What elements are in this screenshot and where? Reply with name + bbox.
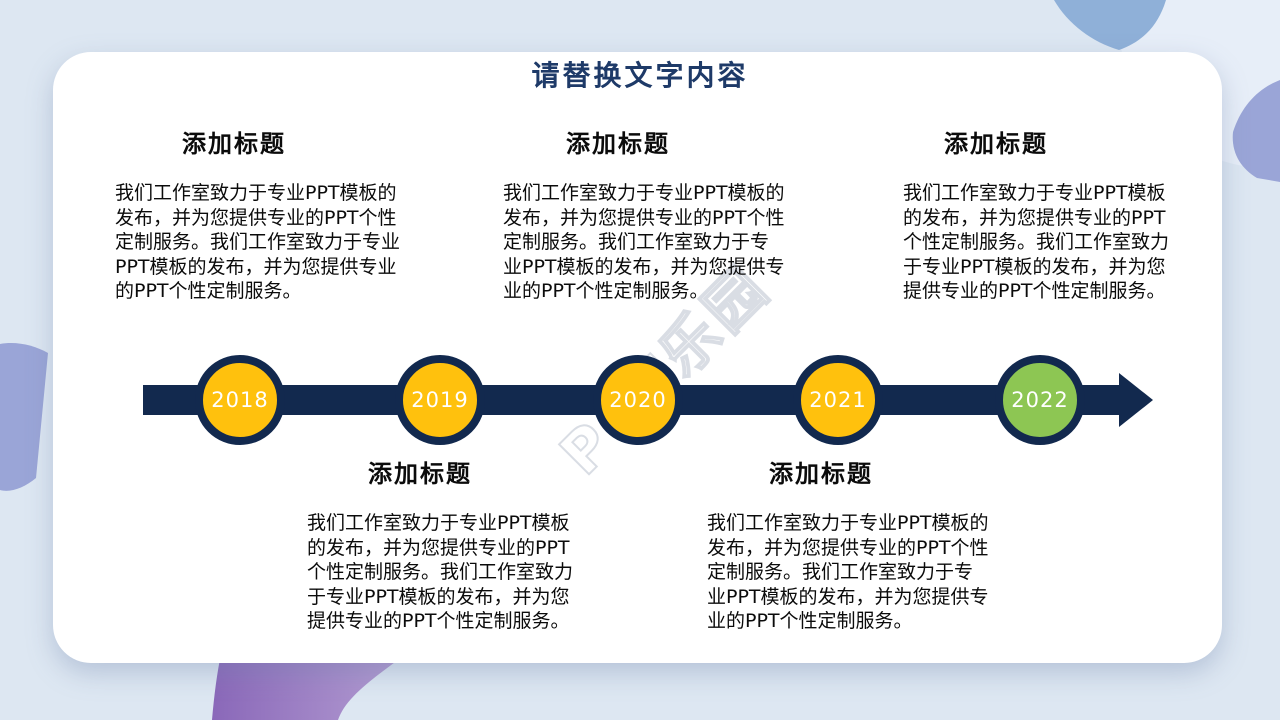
timeline-year-label: 2020: [609, 388, 667, 412]
section-top-2020: 添加标题 我们工作室致力于专业PPT模板的 发布，并为您提供专业的PPT个性 定…: [503, 130, 803, 304]
left-edge-ribbon-shape: [0, 343, 48, 491]
section-body: 我们工作室致力于专业PPT模板 的发布，并为您提供专业的PPT 个性定制服务。我…: [903, 182, 1170, 302]
section-title: 添加标题: [182, 130, 286, 158]
page-title: 请替换文字内容: [531, 59, 749, 92]
timeline-node-2022: 2022: [995, 355, 1085, 445]
timeline-node-2020: 2020: [593, 355, 683, 445]
section-body: 我们工作室致力于专业PPT模板 的发布，并为您提供专业的PPT 个性定制服务。我…: [307, 512, 574, 632]
timeline-node-2019: 2019: [395, 355, 485, 445]
bottom-ribbon-shape: [212, 651, 398, 720]
section-title: 添加标题: [944, 130, 1048, 158]
section-title: 添加标题: [368, 460, 472, 488]
section-bottom-2019: 添加标题 我们工作室致力于专业PPT模板 的发布，并为您提供专业的PPT 个性定…: [307, 460, 607, 634]
timeline-node-2018: 2018: [195, 355, 285, 445]
section-top-2022: 添加标题 我们工作室致力于专业PPT模板 的发布，并为您提供专业的PPT 个性定…: [903, 130, 1183, 304]
section-bottom-2021: 添加标题 我们工作室致力于专业PPT模板的 发布，并为您提供专业的PPT个性 定…: [707, 460, 1007, 634]
section-title: 添加标题: [566, 130, 670, 158]
section-body: 我们工作室致力于专业PPT模板的 发布，并为您提供专业的PPT个性 定制服务。我…: [707, 512, 989, 632]
timeline-node-2021: 2021: [793, 355, 883, 445]
timeline-year-label: 2021: [809, 388, 867, 412]
section-title: 添加标题: [769, 460, 873, 488]
right-edge-ribbon-shape: [1232, 80, 1280, 182]
section-body: 我们工作室致力于专业PPT模板的 发布，并为您提供专业的PPT个性 定制服务。我…: [115, 182, 401, 302]
section-top-2018: 添加标题 我们工作室致力于专业PPT模板的 发布，并为您提供专业的PPT个性 定…: [115, 130, 415, 304]
timeline-year-label: 2018: [211, 388, 269, 412]
top-right-ribbon-shape: [1054, 0, 1166, 50]
timeline-arrowhead-icon: [1119, 373, 1153, 427]
timeline-year-label: 2022: [1011, 388, 1069, 412]
timeline-year-label: 2019: [411, 388, 469, 412]
section-body: 我们工作室致力于专业PPT模板的 发布，并为您提供专业的PPT个性 定制服务。我…: [503, 182, 785, 302]
